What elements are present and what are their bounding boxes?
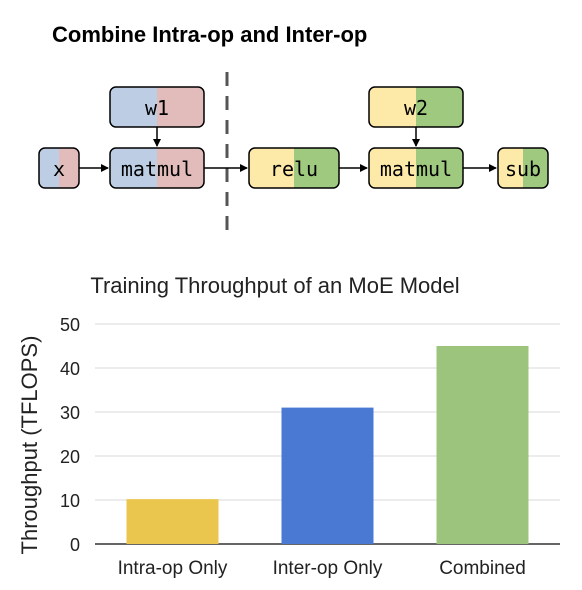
node-w1: w1 [109,86,205,128]
y-tick-label: 10 [60,491,80,511]
node-matmul-2: matmul [368,147,464,189]
node-relu: relu [248,147,340,189]
figure-heading: Combine Intra-op and Inter-op [52,22,368,47]
node-matmul-2-label: matmul [380,157,452,181]
node-w2-label: w2 [404,96,428,120]
node-x: x [38,147,80,189]
y-tick-label: 30 [60,403,80,423]
bar [126,499,219,544]
node-matmul-1-label: matmul [121,157,193,181]
x-tick-label: Inter-op Only [273,558,383,579]
node-sub-label: sub [505,157,541,181]
node-w1-label: w1 [145,96,169,120]
y-tick-label: 50 [60,315,80,335]
bar [281,407,374,544]
computation-graph: x w1 matmul relu w2 [38,72,549,238]
node-relu-label: relu [270,157,318,181]
node-matmul-1: matmul [109,147,205,189]
x-tick-label: Combined [439,558,526,579]
x-tick-label: Intra-op Only [118,558,228,579]
bar [436,346,529,544]
node-x-label: x [53,157,65,181]
y-tick-label: 40 [60,359,80,379]
node-sub: sub [497,147,549,189]
y-tick-label: 20 [60,447,80,467]
chart-title: Training Throughput of an MoE Model [90,273,459,298]
y-tick-label: 0 [70,535,80,555]
node-w2: w2 [368,86,464,128]
y-axis-label: Throughput (TFLOPS) [17,336,42,555]
